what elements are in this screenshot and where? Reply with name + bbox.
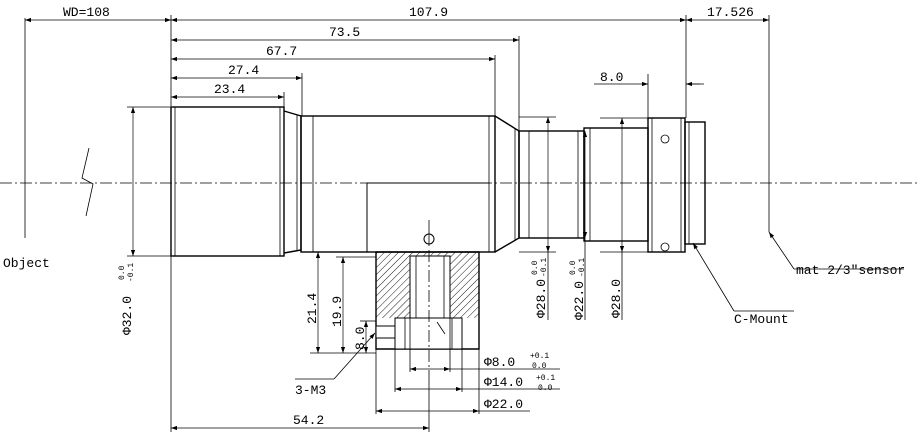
dim-21-4: 21.4 [305,293,320,324]
sensor-distance-dimension: 17.526 [707,5,754,20]
dia-28-front-label: Φ28.0 [534,279,549,318]
dia-14-label: Φ14.0 [484,375,523,390]
total-length-dimension: 107.9 [409,5,448,20]
object-label: Object [3,256,50,271]
wd-dimension: WD=108 [63,5,110,20]
object-break-symbol [81,147,94,217]
svg-text:0.0: 0.0 [531,260,540,275]
dim-19-9: 19.9 [330,296,345,327]
dim-67-7: 67.7 [266,44,297,59]
sensor-label: mat 2/3"sensor [796,263,905,278]
dia-32-label: Φ32.0 [120,296,135,335]
dim-8-top: 8.0 [600,70,623,85]
svg-text:+0.1: +0.1 [530,352,549,361]
dia-28-rear-label: Φ28.0 [609,279,624,318]
main-body [300,115,496,253]
svg-text:0.0: 0.0 [118,265,127,280]
locking-ring [647,117,686,253]
svg-text:-0.1: -0.1 [127,263,136,282]
dim-23-4: 23.4 [214,82,245,97]
mount-section [375,250,480,382]
svg-text:0.0: 0.0 [532,362,547,371]
dia-22-vertical-label: Φ22.0 [572,281,587,320]
dim-27-4: 27.4 [228,63,259,78]
svg-text:0.0: 0.0 [569,260,578,275]
rear-collar [583,127,649,242]
dim-8-vertical: 8.0 [353,327,368,350]
dia-22-label: Φ22.0 [484,397,523,412]
dim-73-5: 73.5 [329,25,360,40]
c-mount-label: C-Mount [734,312,789,327]
svg-text:-0.1: -0.1 [540,258,549,277]
front-barrel [170,106,285,257]
svg-text:-0.1: -0.1 [578,258,587,277]
svg-text:+0.1: +0.1 [536,374,555,383]
svg-text:0.0: 0.0 [538,384,553,393]
m3-thread-label: 3-M3 [295,383,326,398]
dim-54-2: 54.2 [293,413,324,428]
dia-8-label: Φ8.0 [484,355,515,370]
